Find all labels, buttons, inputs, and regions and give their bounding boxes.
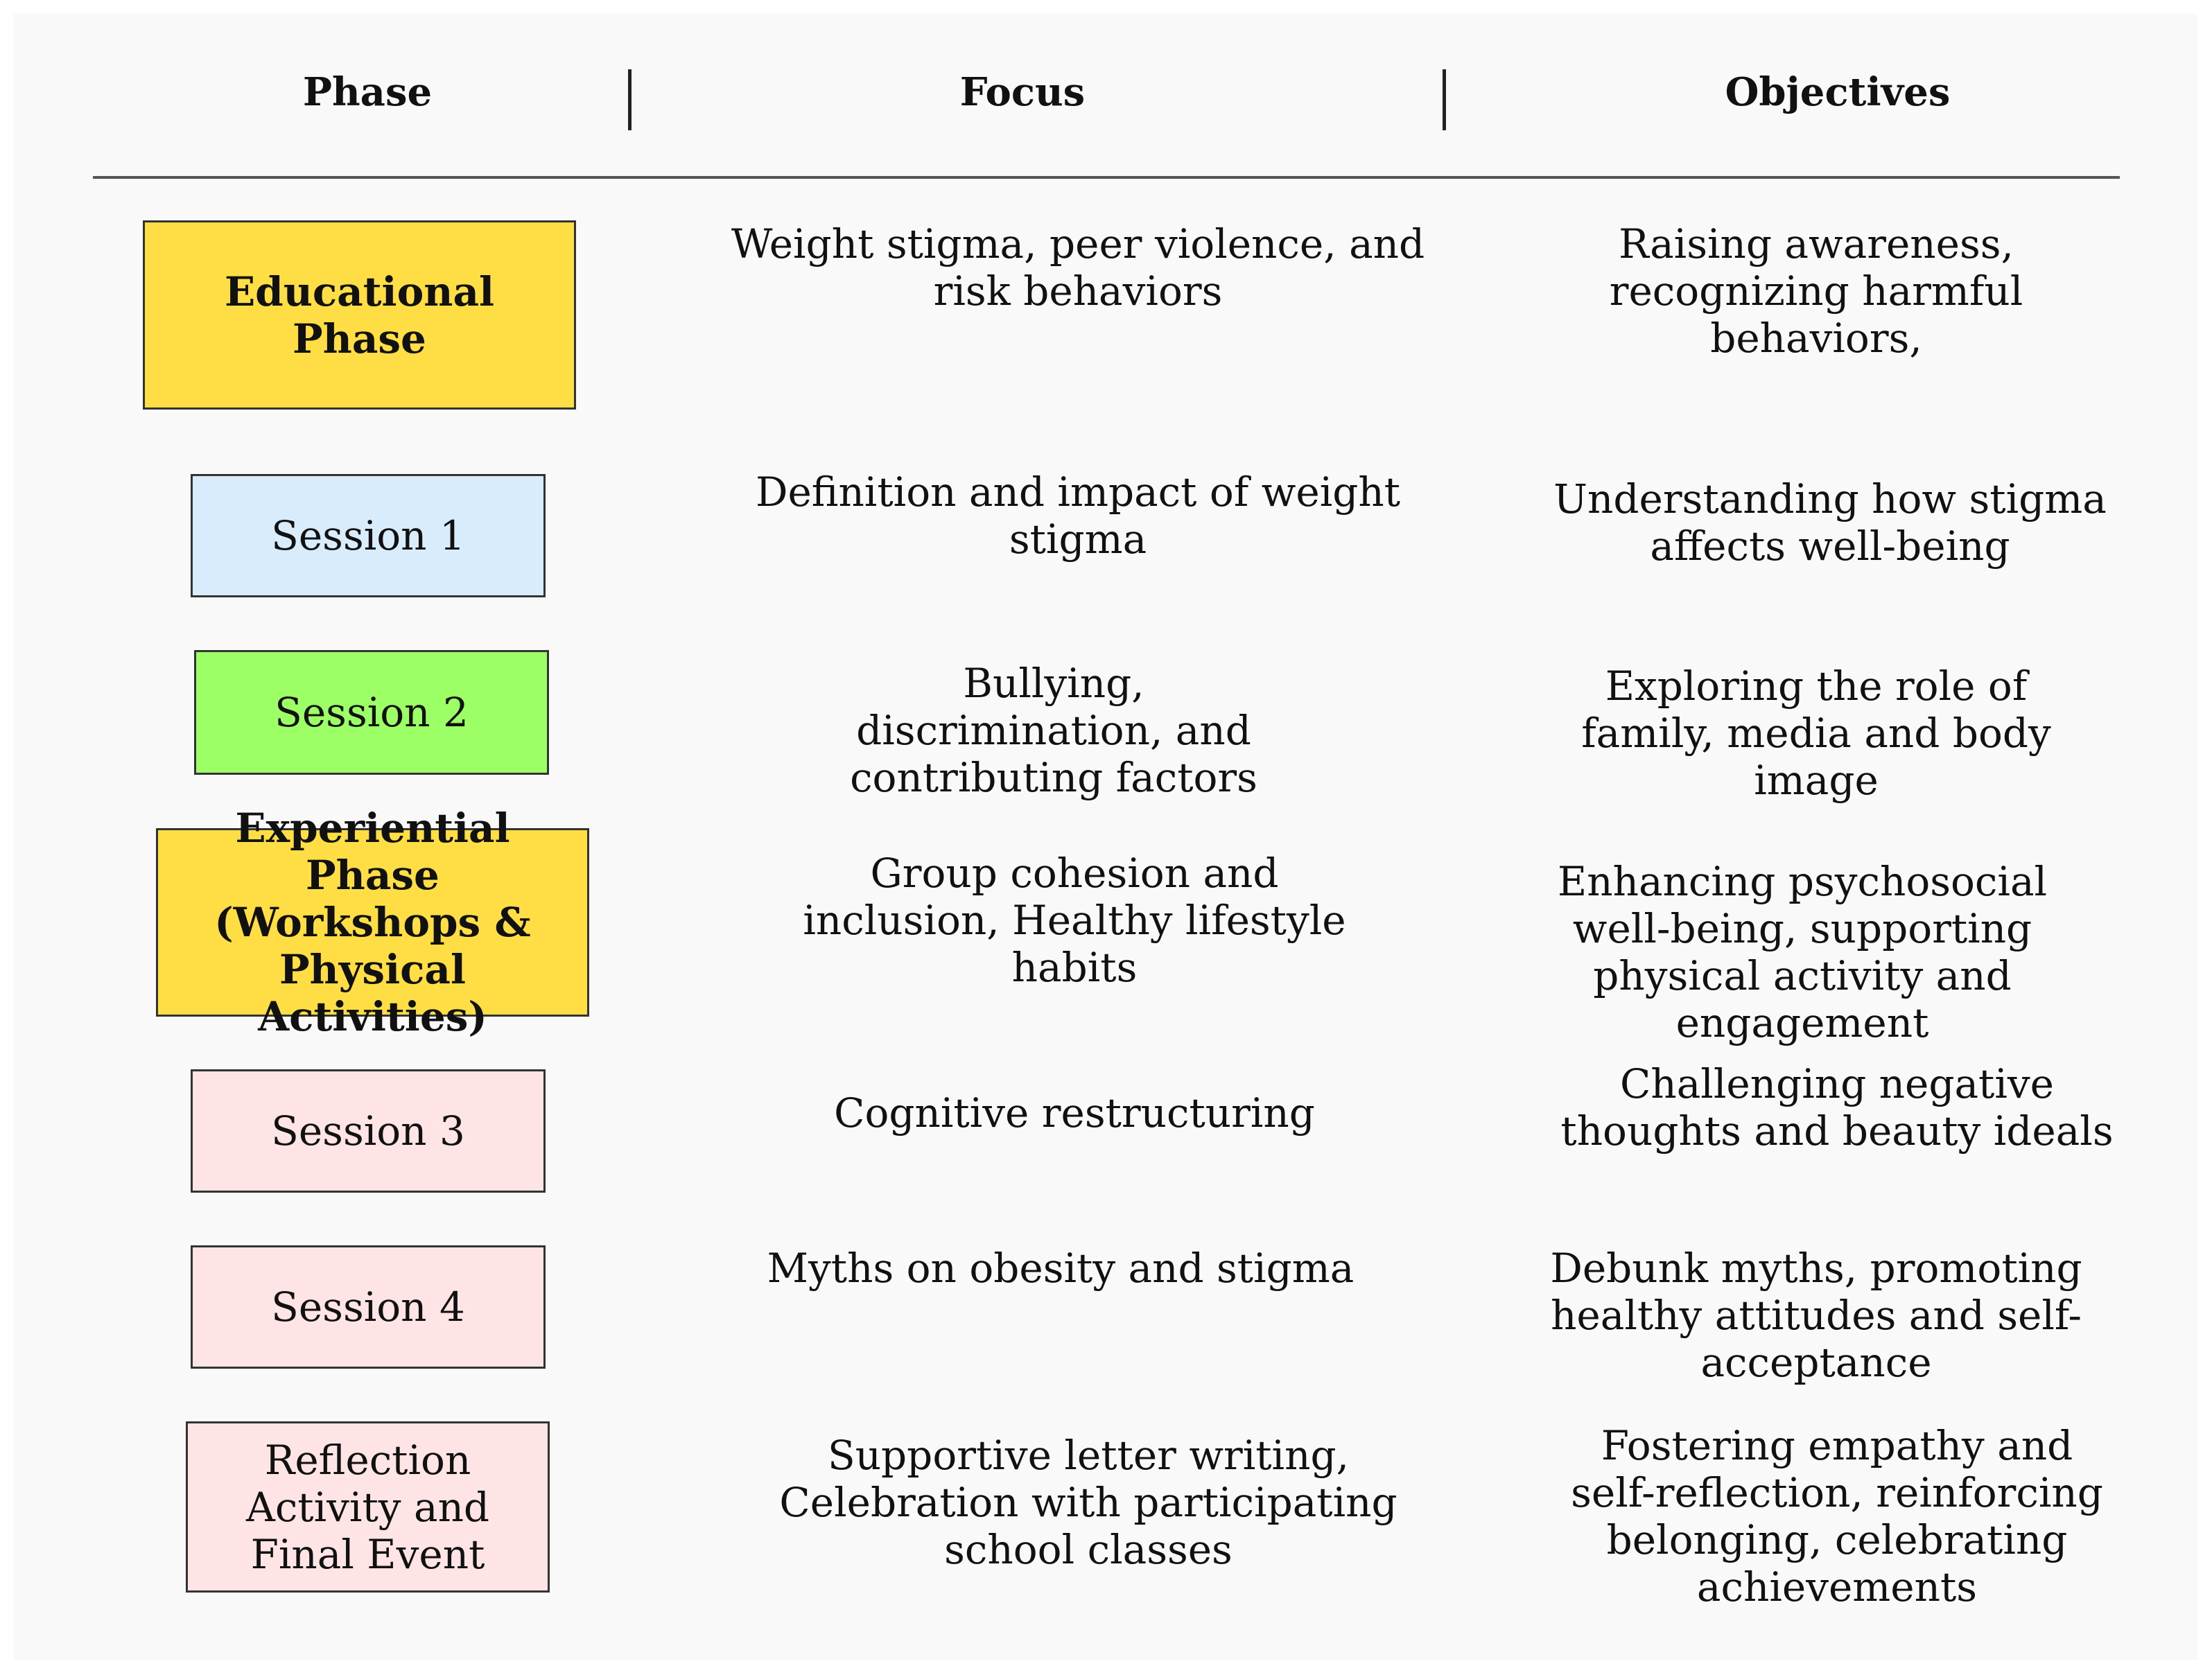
header-focus: Focus <box>959 69 1086 115</box>
header-divider-2 <box>1443 69 1446 130</box>
objectives-experiential-phase: Enhancing psychosocial well-being, suppo… <box>1557 858 2048 1046</box>
header-phase: Phase <box>302 69 433 115</box>
session-1-box: Session 1 <box>191 474 546 597</box>
focus-educational-phase: Weight stigma, peer violence, and risk b… <box>731 220 1425 315</box>
focus-session-1: Definition and impact of weight stigma <box>755 468 1401 563</box>
objectives-session-2: Exploring the role of family, media and … <box>1581 663 2051 804</box>
focus-session-3: Cognitive restructuring <box>834 1089 1315 1137</box>
session-3-box: Session 3 <box>191 1069 546 1193</box>
objectives-educational-phase: Raising awareness, recognizing harmful b… <box>1609 220 2023 362</box>
header-rule <box>93 176 2120 179</box>
objectives-session-3: Challenging negative thoughts and beauty… <box>1560 1060 2114 1155</box>
objectives-session-1: Understanding how stigma affects well-be… <box>1553 475 2107 570</box>
header-objectives: Objectives <box>1725 69 1951 115</box>
session-4-box: Session 4 <box>191 1245 546 1369</box>
objectives-reflection-activity: Fostering empathy and self-reflection, r… <box>1571 1422 2103 1611</box>
objectives-session-4: Debunk myths, promoting healthy attitude… <box>1550 1245 2082 1386</box>
focus-session-2: Bullying, discrimination, and contributi… <box>850 660 1257 801</box>
educational-phase-box: Educational Phase <box>143 220 576 410</box>
focus-reflection-activity: Supportive letter writing, Celebration w… <box>779 1432 1397 1573</box>
session-2-box: Session 2 <box>194 650 549 775</box>
reflection-activity-box: Reflection Activity and Final Event <box>186 1421 550 1593</box>
header-divider-1 <box>628 69 632 130</box>
focus-session-4: Myths on obesity and stigma <box>767 1245 1355 1292</box>
experiential-phase-box: Experiential Phase (Workshops & Physical… <box>156 805 589 1040</box>
focus-experiential-phase: Group cohesion and inclusion, Healthy li… <box>803 850 1346 991</box>
